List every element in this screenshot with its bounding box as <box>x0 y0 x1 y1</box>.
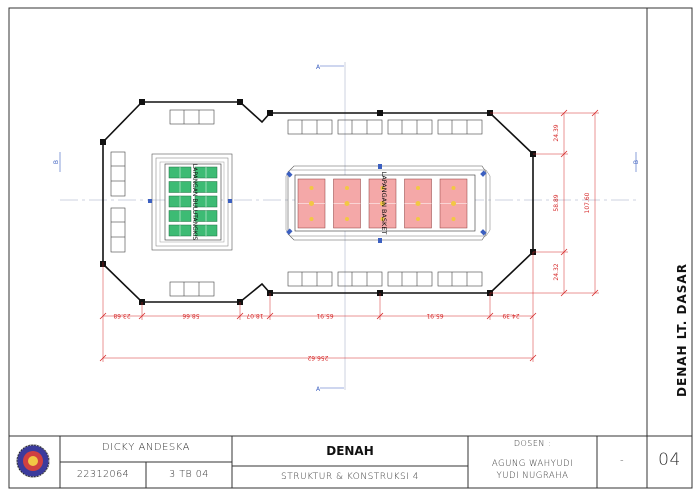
court-center-mark <box>451 201 456 206</box>
lecturer-2: YUDI NUGRAHA <box>496 471 569 481</box>
student-id: 22312064 <box>76 469 130 480</box>
section-marker-a-bottom: A <box>316 386 321 393</box>
course-name: STRUKTUR & KONSTRUKSI 4 <box>281 472 419 482</box>
court-key-mark <box>416 217 420 221</box>
court-key-mark <box>451 186 456 190</box>
basketball-court-label: LAPANGAN BASKET <box>380 172 388 235</box>
dim-right-2: 58.89 <box>553 194 560 211</box>
court-key-mark <box>380 217 385 221</box>
university-logo <box>16 444 50 478</box>
lecturer-label: DOSEN : <box>513 439 552 448</box>
court-center-mark <box>309 201 314 206</box>
dim-bottom-5: 65.91 <box>426 312 443 319</box>
badminton-court-label: LAPANGAN BULUTANGKIS <box>191 164 198 241</box>
bottom-dimension-ticks <box>99 312 537 362</box>
student-class: 3 TB 04 <box>169 469 209 480</box>
dim-bottom-4: 65.91 <box>316 312 333 319</box>
section-marker-a-top: A <box>316 64 321 71</box>
sheet-number: 04 <box>658 450 681 470</box>
court-key-mark <box>309 217 314 221</box>
badminton-courts <box>168 166 218 237</box>
court-key-mark <box>345 186 349 190</box>
dim-bottom-1: 23.68 <box>113 312 130 319</box>
right-dimension-lines <box>490 112 599 294</box>
dim-overall: 256.62 <box>307 354 328 361</box>
court-key-mark <box>416 186 420 190</box>
section-markers <box>59 65 637 389</box>
dim-bottom-6: 24.39 <box>502 312 519 319</box>
section-marker-b-left: B <box>53 160 60 164</box>
sheet-title-vertical: DENAH LT. DASAR <box>672 260 692 400</box>
dim-bottom-3: 18.07 <box>246 312 263 319</box>
court-key-mark <box>380 186 385 190</box>
court-key-mark <box>451 217 456 221</box>
lecturer-1: AGUNG WAHYUDI <box>491 459 574 469</box>
dim-right-3: 24.32 <box>553 263 560 280</box>
student-name: DICKY ANDESKA <box>102 442 190 453</box>
court-key-mark <box>345 217 349 221</box>
dim-right-overall: 107.60 <box>584 192 591 213</box>
section-marker-b-right: B <box>633 160 640 164</box>
basketball-courts <box>297 178 468 229</box>
bottom-dimension-lines <box>102 252 534 362</box>
titleblock-grid <box>59 436 598 488</box>
right-dimension-ticks <box>560 109 599 297</box>
court-center-mark <box>344 201 350 206</box>
court-center-mark <box>415 201 421 206</box>
court-key-mark <box>309 186 314 190</box>
dim-right-1: 24.39 <box>553 124 560 141</box>
bleacher-blocks <box>110 109 483 297</box>
court-center-mark <box>380 201 385 206</box>
dim-bottom-2: 58.66 <box>182 312 199 319</box>
revision-dash: - <box>619 455 625 466</box>
drawing-title: DENAH <box>326 444 374 458</box>
sheet-title: DENAH LT. DASAR <box>675 263 689 397</box>
outer-border <box>8 7 693 489</box>
